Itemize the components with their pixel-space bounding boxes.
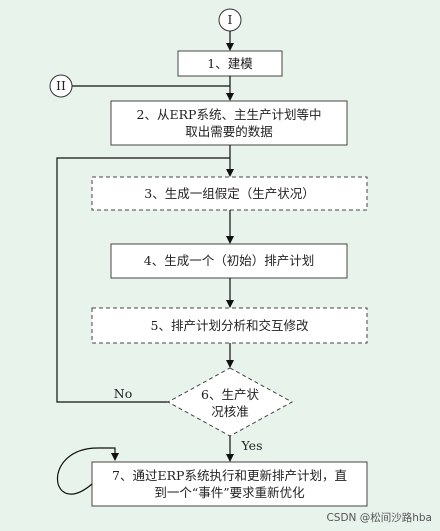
step-2-line-2: 取出需要的数据 xyxy=(185,124,273,139)
step-2-label: 2、从ERP系统、主生产计划等中 取出需要的数据 xyxy=(111,106,347,140)
step-7-label: 7、通过ERP系统执行和更新排产计划，直 到一个“事件”要求重新优化 xyxy=(92,467,367,501)
step-7-line-1: 7、通过ERP系统执行和更新排产计划，直 xyxy=(112,468,347,483)
step-4-box xyxy=(110,243,348,279)
branch-no-label: No xyxy=(113,386,133,401)
step-4-label: 4、生成一个（初始）排产计划 xyxy=(143,253,315,268)
branch-yes-label: Yes xyxy=(241,438,263,453)
step-6-line-2: 况核准 xyxy=(211,404,249,419)
step-6-label: 6、生产状 况核准 xyxy=(180,386,280,420)
step-2-line-1: 2、从ERP系统、主生产计划等中 xyxy=(136,107,322,122)
step-5-label: 5、排产计划分析和交互修改 xyxy=(150,318,309,333)
self-loop-line xyxy=(56,447,119,495)
step-7-line-2: 到一个“事件”要求重新优化 xyxy=(154,485,305,500)
side-connector-label: II xyxy=(56,78,66,93)
step-3-label: 3、生成一组假定（生产状况） xyxy=(144,186,315,201)
step-3-box xyxy=(91,176,368,211)
step-1-label: 1、建模 xyxy=(207,56,253,71)
step-2-box xyxy=(110,100,348,146)
step-5-box xyxy=(91,307,368,344)
start-connector-label: I xyxy=(227,12,233,27)
watermark: CSDN @松间沙路hba xyxy=(326,512,432,524)
step-7-box xyxy=(91,461,368,507)
step-1-box xyxy=(177,50,283,77)
loop-back-line xyxy=(56,157,230,403)
step-6-line-1: 6、生产状 xyxy=(201,387,259,402)
